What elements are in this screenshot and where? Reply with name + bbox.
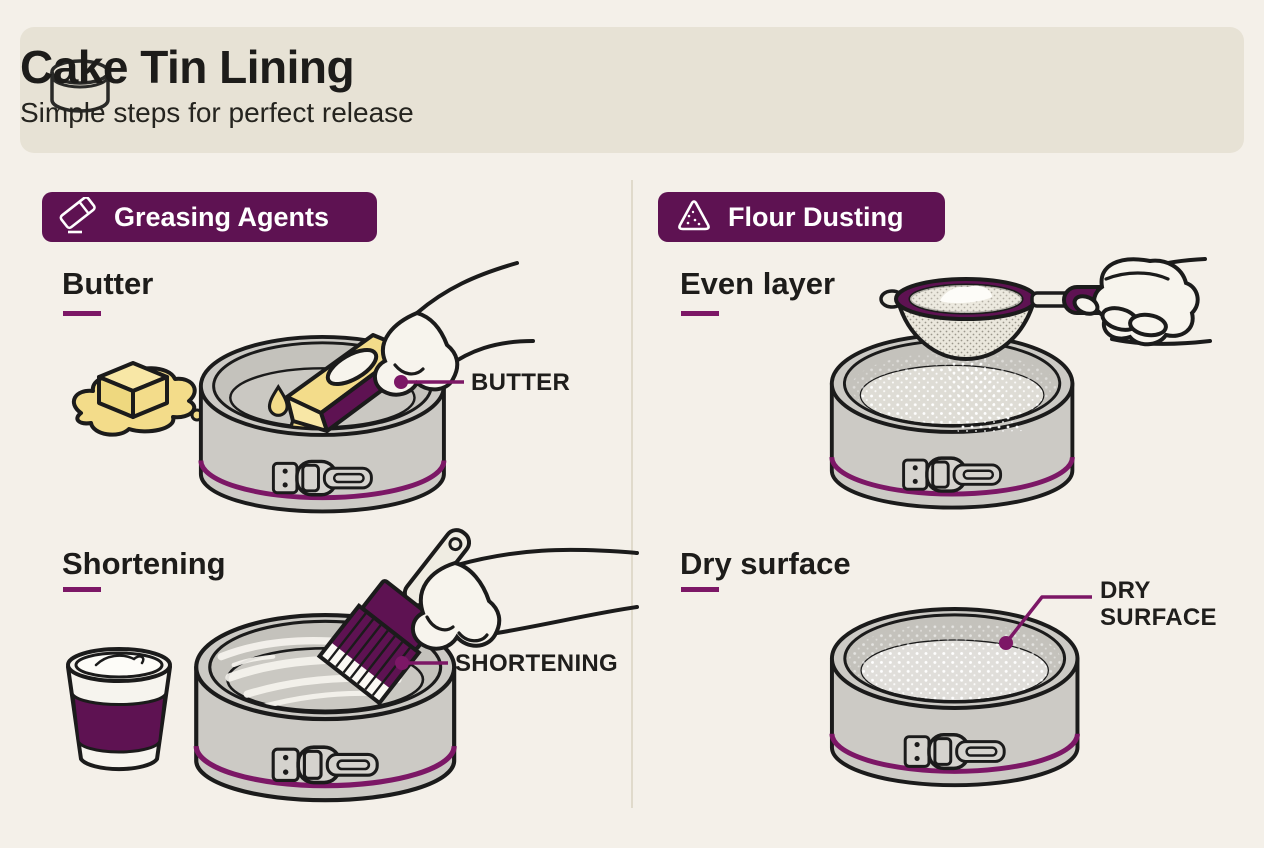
heading-even-layer: Even layer <box>680 266 836 301</box>
shortening-illustration <box>66 528 639 813</box>
callout-shortening: SHORTENING <box>455 650 619 677</box>
heading-underline <box>681 311 719 316</box>
hand <box>410 547 639 651</box>
column-divider <box>631 180 633 808</box>
header: Cake Tin Lining Simple steps for perfect… <box>20 27 1244 153</box>
butter-illustration <box>71 261 535 517</box>
callout-line-butter <box>394 375 464 389</box>
badge-label: Greasing Agents <box>114 201 330 232</box>
heading-shortening: Shortening <box>62 546 226 581</box>
hand <box>1072 257 1212 347</box>
heading-underline <box>63 311 101 316</box>
flour-pile-icon <box>678 200 710 231</box>
cake-tin-icon <box>50 59 110 113</box>
dry-surface-illustration <box>790 595 1092 817</box>
badge-flour-dusting: Flour Dusting <box>658 192 945 242</box>
callout-dry-surface: DRY SURFACE <box>1100 577 1217 631</box>
heading-dry-surface: Dry surface <box>680 546 851 581</box>
heading-underline <box>63 587 101 592</box>
flour-sieve <box>879 277 1154 362</box>
badge-greasing-agents: Greasing Agents <box>42 192 377 242</box>
springform-tin <box>832 609 1078 785</box>
callout-line-dry-surface <box>999 595 1092 650</box>
callout-line-shortening <box>395 656 448 670</box>
callout-butter: BUTTER <box>471 369 571 396</box>
heading-butter: Butter <box>62 266 154 301</box>
butter-pat-icon <box>71 361 204 437</box>
page-subtitle: Simple steps for perfect release <box>20 97 414 128</box>
even-layer-illustration <box>790 257 1212 520</box>
falling-flour <box>942 339 1022 433</box>
heading-underline <box>681 587 719 592</box>
badge-label: Flour Dusting <box>728 201 904 232</box>
page-title: Cake Tin Lining <box>20 41 355 93</box>
shortening-tub <box>66 647 172 772</box>
butter-stick-icon <box>59 197 96 234</box>
